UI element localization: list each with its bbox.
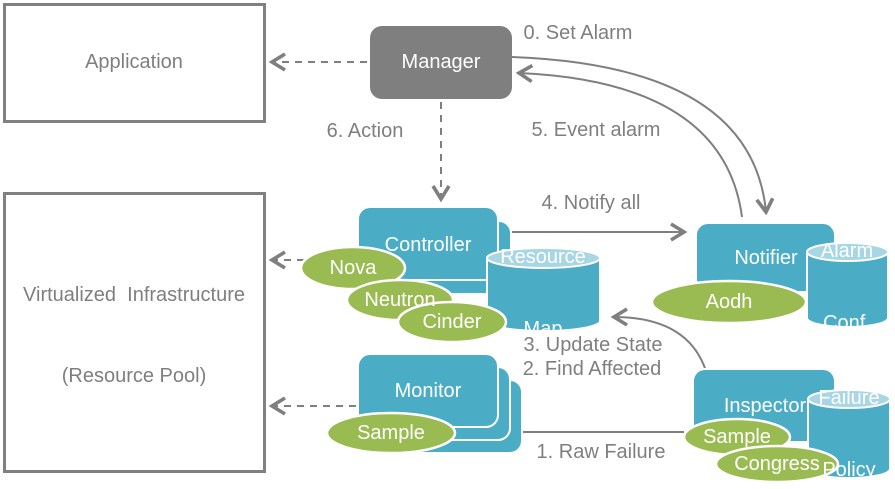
resource-map-cylinder-top [486,247,601,269]
manager-box [370,26,512,99]
cinder-ellipse [396,300,508,344]
monitor-sample-ellipse [325,411,457,455]
virtualized-infrastructure-box [3,192,266,473]
failure-policy-cylinder-top [807,389,891,409]
nova-ellipse [299,245,407,291]
congress-ellipse [714,444,840,484]
alarm-conf-cylinder-body [806,252,889,328]
aodh-ellipse [650,279,808,325]
application-box [3,3,266,123]
alarm-conf-cylinder-top [806,242,889,262]
update-state-arrow [610,307,707,372]
event-alarm-arrow [515,64,743,218]
set-alarm-arrow [511,56,775,216]
